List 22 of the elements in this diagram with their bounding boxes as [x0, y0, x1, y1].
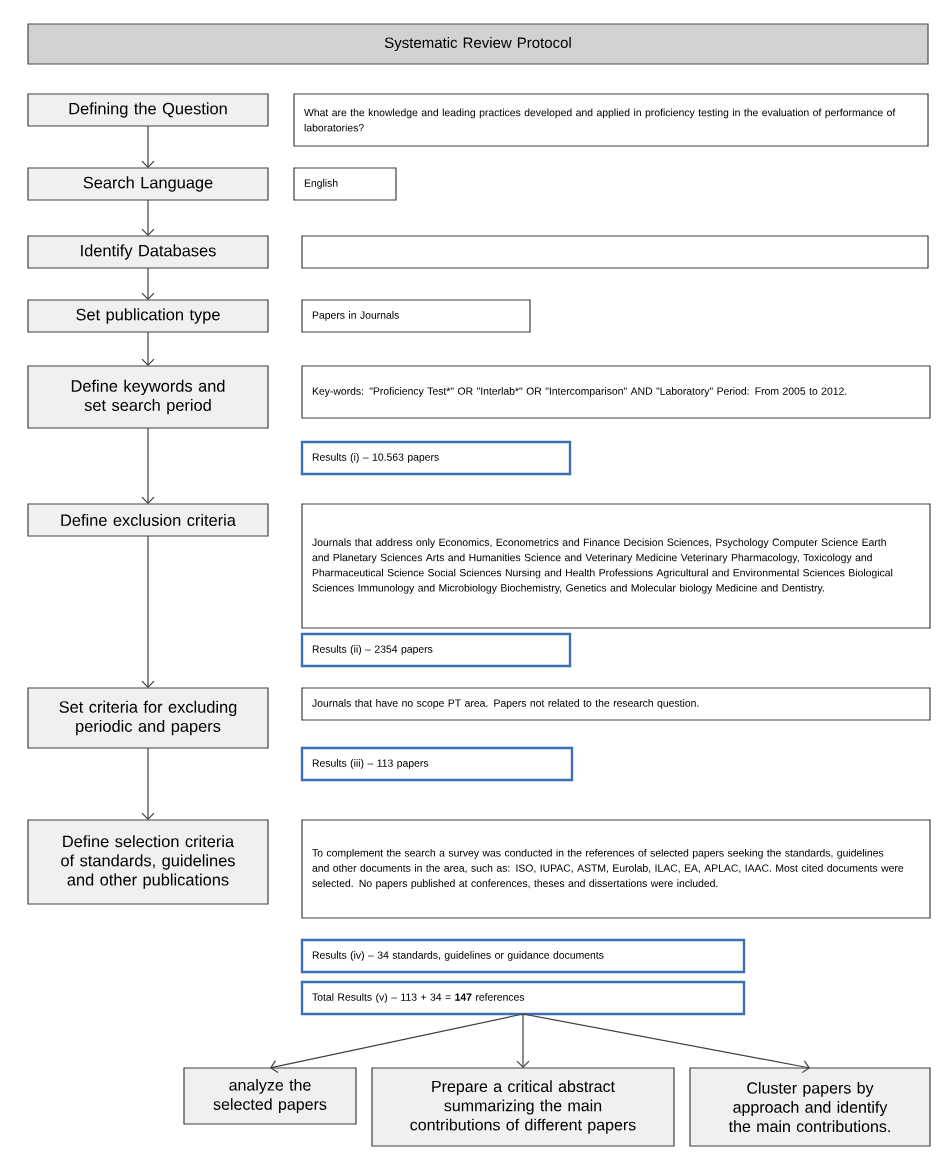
step-box: Set criteria for excluding periodic and papers: [27, 687, 269, 749]
arrow: [141, 199, 155, 236]
step-box: Set publication type: [27, 299, 269, 333]
arrow: [141, 747, 155, 820]
outcome-box: analyze the selected papers: [183, 1067, 357, 1125]
outcome-box: Prepare a critical abstract summarizing the main contributions of different papers: [371, 1067, 675, 1147]
arrow: [141, 125, 155, 168]
step-box: Identify Databases: [27, 235, 269, 269]
arrow: [141, 331, 155, 366]
step-box: Define exclusion criteria: [27, 503, 269, 537]
arrow: [141, 427, 155, 504]
description-box: [301, 235, 929, 269]
arrow: [522, 1013, 810, 1074]
step-box: Define keywords and set search period: [27, 365, 269, 429]
step-box: Defining the Question: [27, 93, 269, 127]
step-box: Define selection criteria of standards, guidelines and other publications: [27, 819, 269, 905]
arrow: [270, 1013, 524, 1074]
step-box: Search Language: [27, 167, 269, 201]
arrow: [516, 1013, 530, 1068]
arrow: [141, 267, 155, 300]
outcome-box: Cluster papers by approach and identify the main contributions.: [689, 1067, 931, 1147]
arrow: [141, 535, 155, 688]
